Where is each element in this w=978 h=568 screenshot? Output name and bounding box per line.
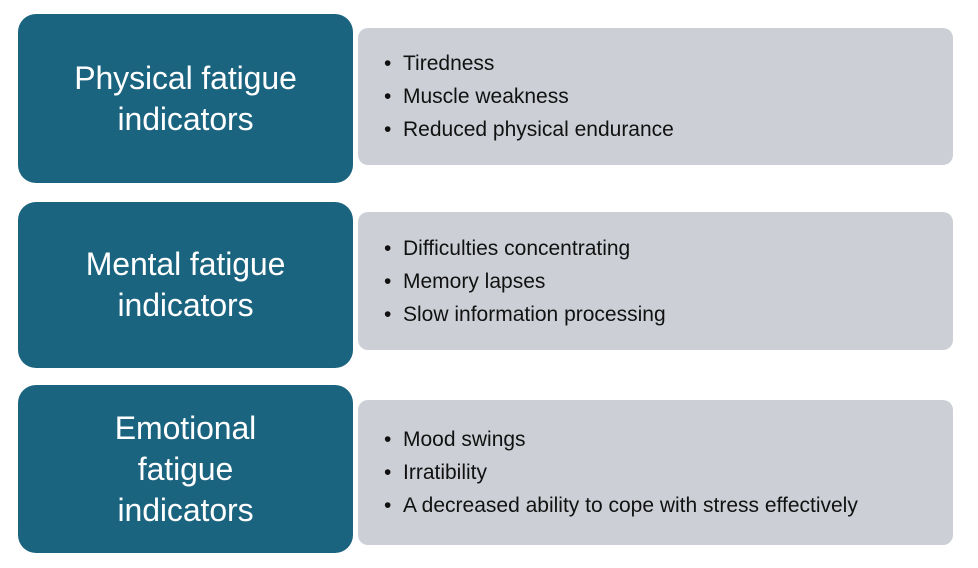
list-item: • Irratibility: [384, 456, 945, 489]
bullet-dot-icon: •: [384, 302, 392, 326]
list-item-text: Mood swings: [403, 428, 526, 451]
bullet-dot-icon: •: [384, 85, 392, 108]
list-item: • Slow information processing: [384, 298, 945, 331]
list-item: • Reduced physical endurance: [384, 113, 945, 146]
bullet-dot-icon: •: [384, 269, 392, 293]
list-item-text: Muscle weakness: [403, 85, 569, 108]
list-item-text: Difficulties concentrating: [403, 236, 631, 260]
list-item: • Tiredness: [384, 47, 945, 80]
list-item-text: Irratibility: [403, 461, 488, 484]
bullet-dot-icon: •: [384, 118, 392, 141]
category-card-label: Mental fatigue indicators: [85, 246, 286, 323]
category-card-label: Physical fatigue indicators: [74, 59, 297, 137]
list-item-text: Slow information processing: [403, 302, 666, 326]
list-item: • Difficulties concentrating: [384, 232, 945, 265]
list-item-text: Reduced physical endurance: [403, 118, 674, 141]
indicator-panel-emotional: • Mood swings • Irratibility • A decreased …: [358, 400, 953, 545]
category-card-emotional[interactable]: Emotional fatigue indicators: [18, 385, 353, 553]
bullet-dot-icon: •: [384, 52, 392, 75]
list-item-text: Memory lapses: [403, 269, 546, 293]
indicator-panel-physical: • Tiredness • Muscle weakness • Reduced phy…: [358, 28, 953, 165]
list-item-text: Tiredness: [403, 52, 495, 75]
indicator-list: • Difficulties concentrating • Memory laps…: [358, 232, 945, 331]
list-item: • Muscle weakness: [384, 80, 945, 113]
bullet-dot-icon: •: [384, 494, 392, 517]
category-card-mental[interactable]: Mental fatigue indicators: [18, 202, 353, 368]
indicator-panel-mental: • Difficulties concentrating • Memory laps…: [358, 212, 953, 350]
indicator-list: • Mood swings • Irratibility • A decreased …: [358, 423, 945, 522]
bullet-dot-icon: •: [384, 461, 392, 484]
indicator-list: • Tiredness • Muscle weakness • Reduced phy…: [358, 47, 945, 146]
bullet-dot-icon: •: [384, 428, 392, 451]
list-item: • Memory lapses: [384, 265, 945, 298]
list-item: • Mood swings: [384, 423, 945, 456]
category-card-physical[interactable]: Physical fatigue indicators: [18, 14, 353, 183]
bullet-dot-icon: •: [384, 236, 392, 260]
list-item-text: A decreased ability to cope with stress …: [403, 494, 858, 517]
list-item: • A decreased ability to cope with stress…: [384, 489, 945, 522]
category-card-label: Emotional fatigue indicators: [114, 409, 257, 528]
